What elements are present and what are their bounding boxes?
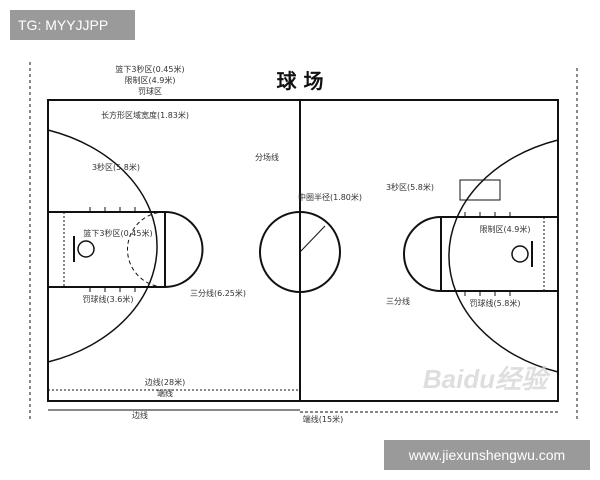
label-bottom-right: 端线(15米) [303,414,343,424]
label-left-dimension: 长方形区域宽度(1.83米) [101,110,189,120]
label-center-circle: 中圈半径(1.80米) [298,192,362,202]
center-circle [259,211,341,293]
label-bottom-center-2: 端线 [157,388,173,398]
label-center-line: 分场线 [255,152,279,162]
left-lane-marks [89,207,136,292]
label-left-top-2: 限制区(4.9米) [125,75,176,85]
right-restricted-area [440,216,559,292]
label-right-bottom: 罚球线(5.8米) [470,298,521,308]
right-free-throw-arc [403,216,442,292]
left-basket [77,240,95,258]
label-left-key: 3秒区(5.8米) [92,162,140,172]
label-bottom-center-1: 边线(28米) [145,377,185,387]
source-url-watermark: www.jiexunshengwu.com [384,440,590,470]
left-restricted-area [47,211,166,288]
left-free-throw-arc-dashed [127,211,166,288]
court-boundary [47,99,559,402]
label-left-top-1: 篮下3秒区(0.45米) [115,64,184,74]
right-three-point-arc [448,139,559,373]
label-right-key: 限制区(4.9米) [480,224,531,234]
diagram-title: 球 场 [277,69,324,93]
label-left-arc: 三分线(6.25米) [190,288,246,298]
label-left-bottom: 罚球线(3.6米) [83,294,134,304]
label-left-top-3: 罚球区 [138,86,162,96]
left-free-throw-arc [164,211,204,288]
right-basket [511,245,529,263]
right-dimension-box [459,179,501,201]
center-radius-line [299,225,326,253]
telegram-watermark: TG: MYYJJPP [10,10,135,40]
label-bottom-left: 边线 [132,410,148,420]
right-lane-marks [464,212,511,296]
left-three-point-arc [47,129,158,363]
baidu-logo-watermark: Baidu经验 [423,364,551,394]
label-right-top: 3秒区(5.8米) [386,182,434,192]
label-right-arc: 三分线 [386,296,410,306]
label-left-key-inside: 篮下3秒区(0.45米) [83,228,152,238]
